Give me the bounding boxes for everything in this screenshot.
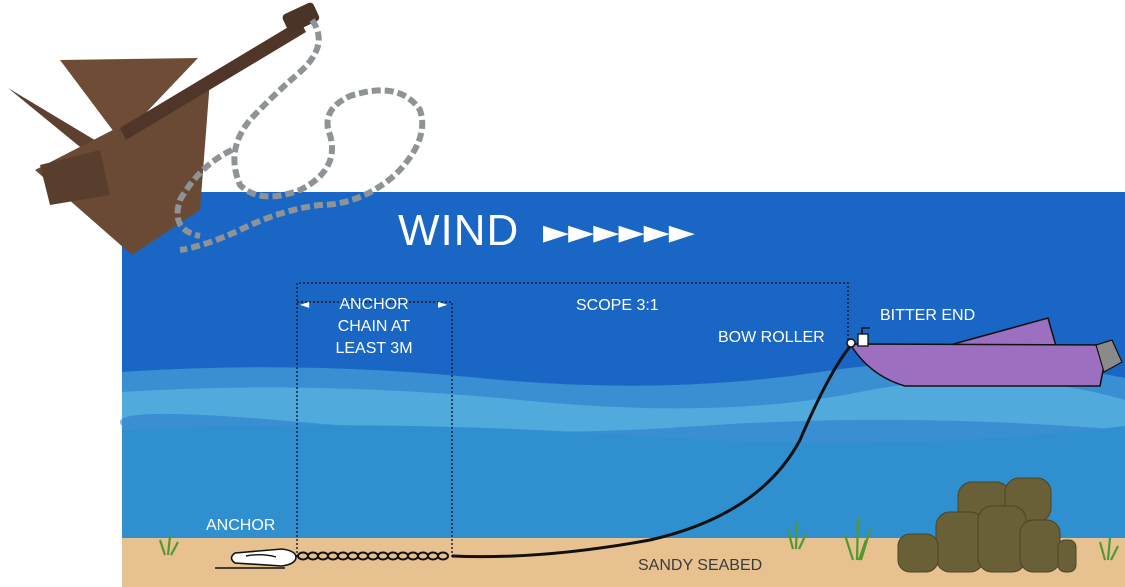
boat <box>846 317 1123 387</box>
bitter-end-label: BITTER END <box>880 307 976 324</box>
anchor-chain-seabed <box>297 551 449 561</box>
chain-photo <box>174 18 426 253</box>
chain-right-marker: ► <box>438 297 448 311</box>
seabed-label: SANDY SEABED <box>638 557 763 574</box>
rusty-anchor-photo <box>8 2 320 255</box>
seabed-rocks <box>897 477 1077 573</box>
chain-label-line-1: ANCHOR <box>339 296 409 313</box>
anchor-seabed-icon <box>215 548 297 569</box>
scope-label: SCOPE 3:1 <box>576 297 659 314</box>
wind-arrows: ►►►►►► <box>543 212 695 252</box>
chain-left-marker: ◄ <box>300 297 310 311</box>
scope-bracket <box>296 282 849 557</box>
anchor-label: ANCHOR <box>206 517 276 534</box>
anchor-rode <box>451 343 854 559</box>
wind-label: WIND <box>398 206 520 255</box>
chain-label-line-2: CHAIN AT <box>337 318 411 335</box>
chain-label-line-3: LEAST 3M <box>335 340 413 357</box>
bow-roller-label: BOW ROLLER <box>718 329 825 346</box>
anchor-chain-label: ANCHOR CHAIN AT LEAST 3M <box>318 294 430 360</box>
